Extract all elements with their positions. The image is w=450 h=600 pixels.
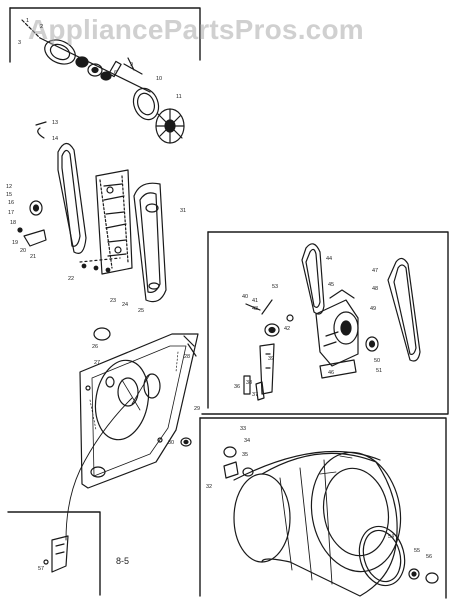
callout-28: 28: [184, 354, 191, 360]
callout-55: 55: [414, 548, 421, 554]
inset-box-top: [9, 7, 201, 63]
callout-41: 41: [252, 298, 259, 304]
callout-14: 14: [52, 136, 59, 142]
callout-32: 32: [206, 484, 213, 490]
inset-box-drum: [199, 417, 447, 599]
callout-22: 22: [68, 276, 75, 282]
callout-18: 18: [10, 220, 17, 226]
callout-6: 6: [114, 70, 118, 76]
callout-57: 57: [38, 566, 45, 572]
inset-box-motor: [201, 231, 449, 415]
callout-10: 10: [156, 76, 163, 82]
callout-30: 30: [168, 440, 175, 446]
callout-42: 42: [284, 326, 291, 332]
pad-part: [93, 327, 111, 341]
callout-44: 44: [326, 256, 333, 262]
callout-33: 33: [240, 426, 247, 432]
callout-2: 2: [40, 24, 44, 30]
callout-48: 48: [372, 286, 379, 292]
drum-rollers: [408, 568, 439, 584]
motor-pulley-assembly: [21, 19, 185, 144]
callout-23: 23: [110, 298, 117, 304]
page-label: 8-5: [116, 556, 130, 566]
callout-36: 36: [234, 384, 241, 390]
callout-43: 43: [252, 306, 259, 312]
callout-38: 38: [246, 380, 253, 386]
rear-bulkhead: [79, 333, 199, 489]
callout-51: 51: [376, 368, 383, 374]
callout-27: 27: [94, 360, 101, 366]
callout-17: 17: [8, 210, 15, 216]
callout-37: 37: [252, 392, 259, 398]
callout-3: 3: [18, 40, 22, 46]
callout-13: 13: [52, 120, 59, 126]
callout-1: 1: [26, 18, 30, 24]
callout-39: 39: [268, 356, 275, 362]
callout-35: 35: [242, 452, 249, 458]
callout-34: 34: [244, 438, 251, 444]
callout-12: 12: [6, 184, 13, 190]
dryer-drum: [223, 446, 402, 597]
callout-50: 50: [374, 358, 381, 364]
callout-9: 9: [130, 62, 134, 68]
callout-16: 16: [8, 200, 15, 206]
callout-49: 49: [370, 306, 377, 312]
motor-belt-right: [387, 257, 421, 362]
callout-25: 25: [138, 308, 145, 314]
inset-box-bottom-left: [7, 511, 101, 596]
callout-11: 11: [176, 94, 182, 100]
callout-53: 53: [272, 284, 279, 290]
callout-56: 56: [426, 554, 433, 560]
callout-40: 40: [242, 294, 249, 300]
idler-bracket: [95, 169, 133, 275]
callout-24: 24: [122, 302, 129, 308]
belt-guide-plate: [133, 182, 167, 303]
callout-31: 31: [180, 208, 187, 214]
callout-21: 21: [30, 254, 37, 260]
callout-29: 29: [194, 406, 201, 412]
drive-belt-left: [35, 121, 87, 254]
wire-harness: [65, 397, 133, 541]
drive-motor: [315, 289, 379, 379]
callout-20: 20: [20, 248, 27, 254]
idler-pulley-parts: [17, 200, 121, 273]
bulkhead-hardware: [180, 335, 197, 447]
callout-15: 15: [6, 192, 13, 198]
idler-arm-assembly: [243, 299, 294, 401]
callout-26: 26: [92, 344, 99, 350]
callout-19: 19: [12, 240, 19, 246]
callout-46: 46: [328, 370, 335, 376]
callout-54: 54: [388, 534, 395, 540]
motor-belt-left: [301, 243, 325, 315]
drum-seal-ring: [358, 525, 406, 587]
callout-47: 47: [372, 268, 379, 274]
callout-45: 45: [328, 282, 335, 288]
